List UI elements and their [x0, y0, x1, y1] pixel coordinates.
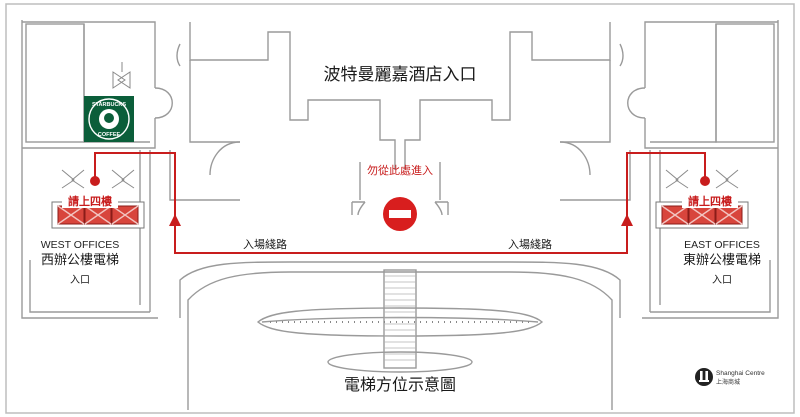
west-entrance: 入口 [70, 275, 90, 286]
entrance-dot-icon [700, 176, 710, 186]
route-label-left: 入場綫路 [243, 238, 287, 251]
map-border [5, 3, 795, 414]
no-entry-icon [383, 197, 417, 231]
shanghai-centre-logo: Shanghai Centre 上海商城 [695, 368, 765, 386]
starbucks-text-bottom: COFFEE [98, 132, 121, 138]
entrance-dot-icon [90, 176, 100, 186]
door-symbols [61, 62, 739, 189]
east-entrance: 入口 [712, 275, 732, 286]
stair-hatching [384, 275, 416, 361]
west-office-zh: 西辦公樓電梯 [41, 253, 119, 268]
logo-text-en: Shanghai Centre [716, 370, 765, 377]
starbucks-logo: STARBUCKS COFFEE [84, 96, 134, 142]
building-walls [21, 20, 779, 410]
starbucks-text-top: STARBUCKS [92, 102, 126, 108]
route-label-right: 入場綫路 [508, 238, 552, 251]
route-arrow-icon [621, 214, 633, 226]
east-office-en: EAST OFFICES [684, 239, 760, 251]
east-floor-notice: 請上四樓 [688, 194, 732, 208]
no-entry-label: 勿從此處進入 [367, 163, 433, 177]
route-arrow-icon [169, 214, 181, 226]
west-office-en: WEST OFFICES [41, 239, 120, 251]
west-floor-notice: 請上四樓 [68, 194, 112, 208]
hotel-entrance-label: 波特曼麗嘉酒店入口 [324, 65, 477, 85]
logo-text-zh: 上海商城 [716, 378, 740, 386]
east-office-zh: 東辦公樓電梯 [683, 252, 761, 268]
entry-route [94, 152, 706, 254]
map-title: 電梯方位示意圖 [344, 375, 456, 394]
